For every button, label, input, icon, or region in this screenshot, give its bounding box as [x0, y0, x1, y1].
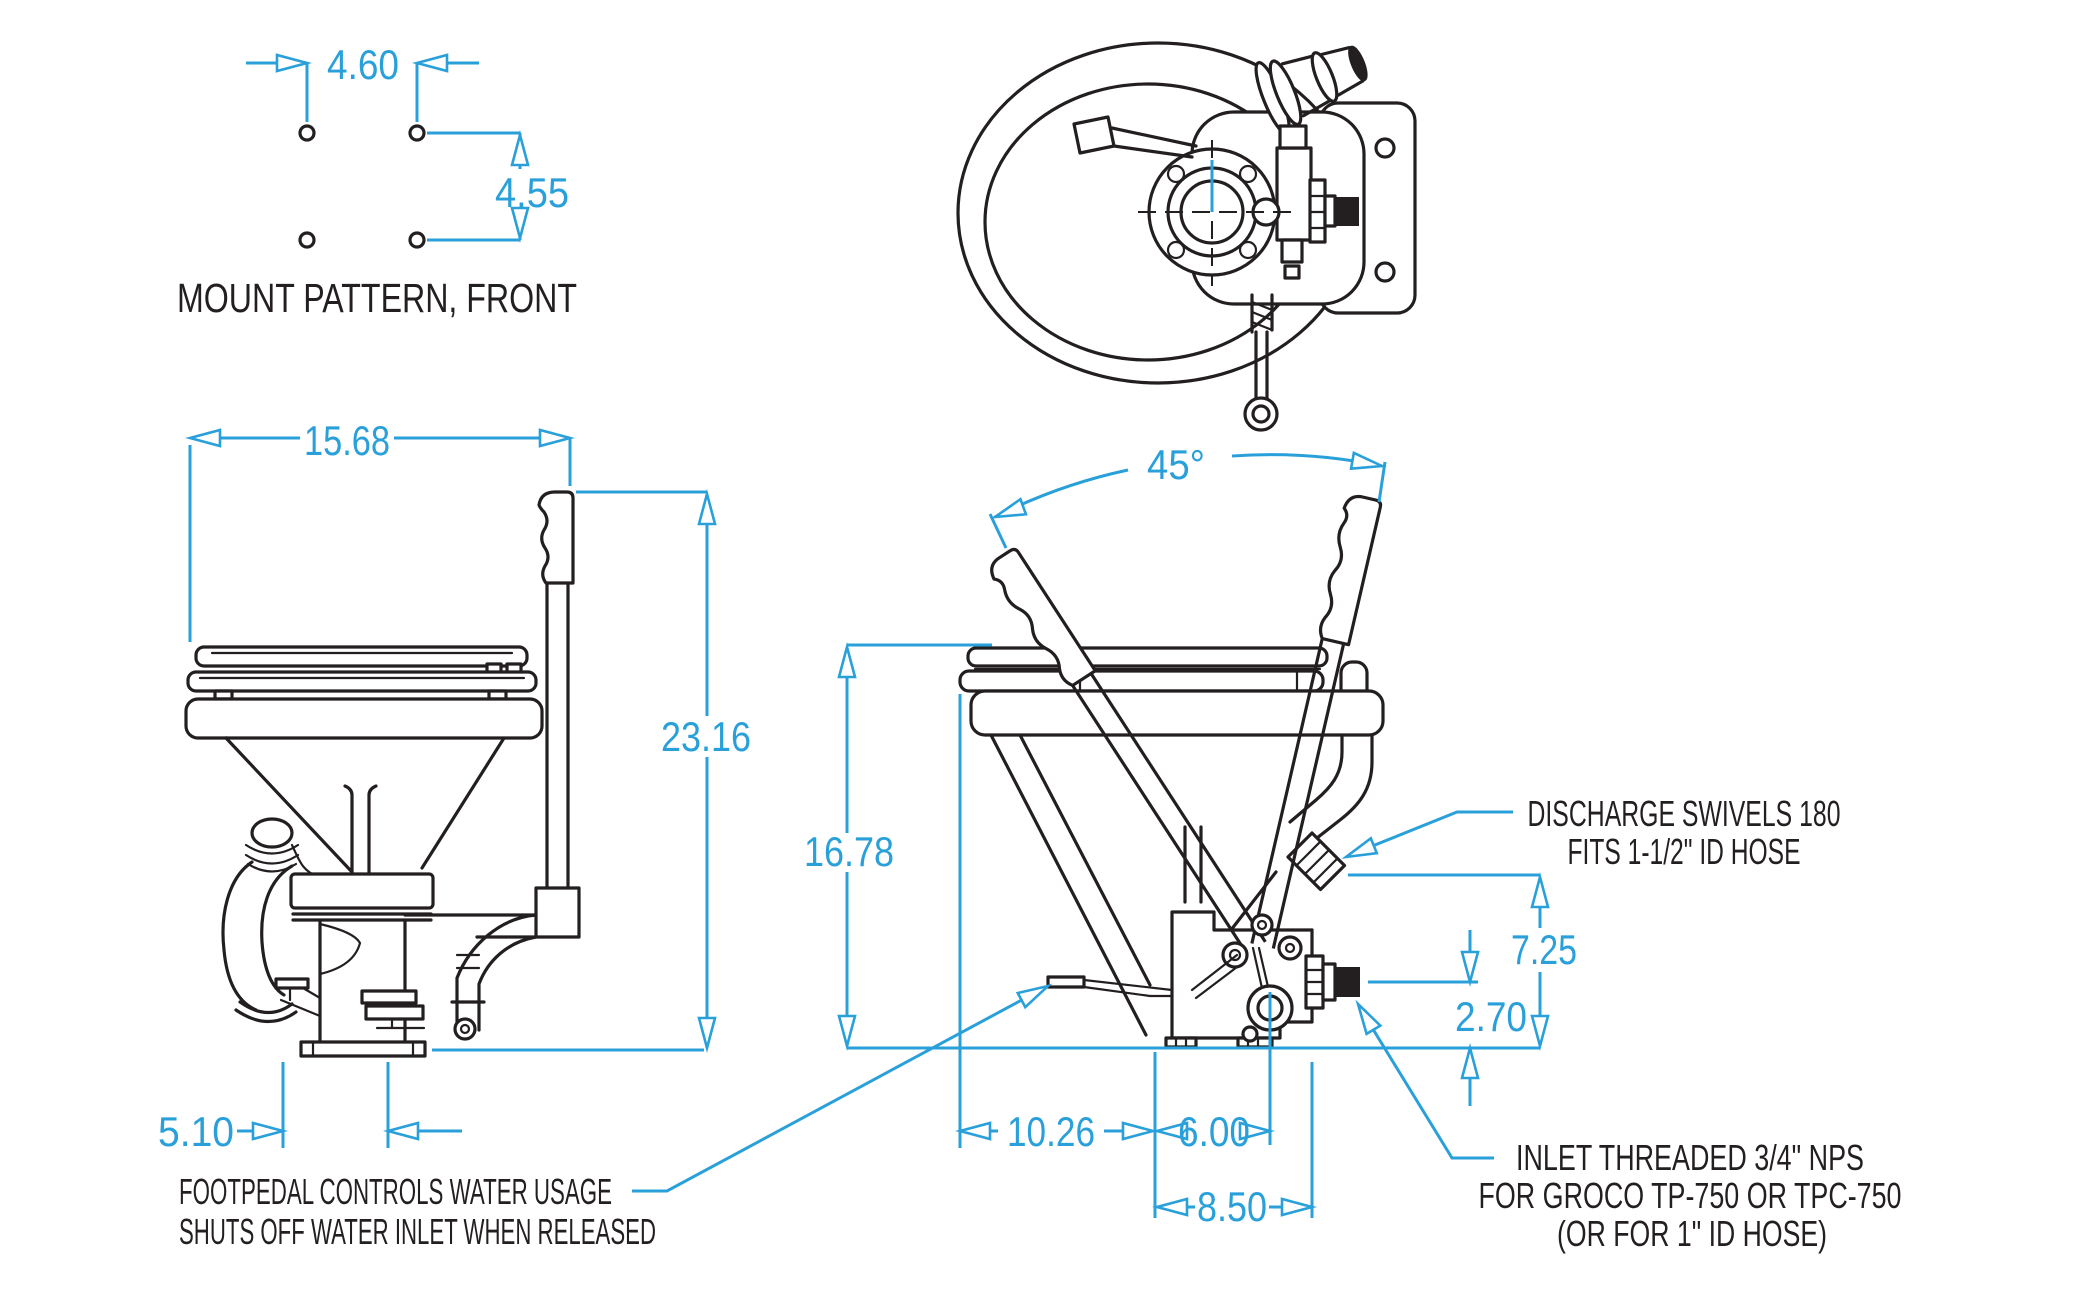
dim-base-offset: 5.10 — [158, 1062, 462, 1155]
front-bowl-rim — [969, 689, 1385, 737]
dim-discharge-height-text: 7.25 — [1511, 926, 1577, 973]
pump-mechanism-top — [1275, 124, 1359, 280]
dim-side-width: 15.68 — [188, 417, 572, 642]
side-lid — [194, 645, 529, 675]
front-pump-housing — [1164, 910, 1360, 1049]
dim-discharge-height: 7.25 — [1348, 873, 1577, 1048]
dim-mount-width-text: 4.60 — [327, 41, 399, 88]
rod-eye — [1243, 396, 1279, 432]
front-linkage — [1190, 913, 1303, 1043]
note-inlet-line3: (OR FOR 1" ID HOSE) — [1557, 1213, 1827, 1254]
front-foot — [1164, 1036, 1198, 1049]
dim-mount-width: 4.60 — [246, 41, 479, 122]
front-discharge-stub — [1286, 831, 1347, 892]
side-footpedal — [274, 977, 322, 1018]
dim-side-height: 23.16 — [432, 490, 751, 1052]
flange-bolt-hole — [1166, 164, 1186, 184]
front-handle-left — [990, 547, 1267, 955]
pump-rod-top — [1243, 293, 1279, 432]
side-bowl-cone — [224, 736, 506, 876]
note-discharge-line1: DISCHARGE SWIVELS 180 — [1528, 793, 1841, 834]
side-discharge-elbow — [221, 817, 320, 1024]
note-inlet-line1: INLET THREADED 3/4" NPS — [1516, 1137, 1864, 1178]
note-footpedal-line2: SHUTS OFF WATER INLET WHEN RELEASED — [179, 1211, 656, 1252]
dim-discharge-offset: 6.00 — [1155, 992, 1272, 1155]
flange-bolt-hole — [1238, 240, 1258, 260]
dim-inlet-height: 2.70 — [1368, 930, 1527, 1106]
top-view — [956, 41, 1417, 432]
pump-handle-grip — [537, 490, 575, 585]
leader-footpedal — [632, 977, 1054, 1193]
note-discharge-line2: FITS 1-1/2" ID HOSE — [1568, 831, 1801, 872]
dim-mount-height-text: 4.55 — [495, 169, 569, 216]
leader-inlet — [1349, 998, 1494, 1160]
dim-side-height-text: 23.16 — [661, 713, 751, 760]
side-pedestal — [289, 872, 435, 1044]
side-bowl-rim — [184, 697, 544, 740]
side-base — [299, 1040, 427, 1058]
front-lid-seat — [958, 646, 1329, 693]
mount-pattern-view: 4.60 4.55 MOUNT PATTERN, FRONT — [177, 41, 577, 321]
front-footpedal — [1046, 975, 1174, 998]
centerlines — [1138, 140, 1292, 286]
front-view: 45° 16.78 10.26 6.00 8.50 — [804, 441, 1577, 1230]
flange-bolt-hole — [1238, 164, 1258, 184]
mount-hole — [408, 231, 426, 249]
side-view: 15.68 23.16 5.10 — [158, 417, 751, 1155]
dim-inlet-offset: 8.50 — [1155, 1062, 1314, 1230]
dim-left-width: 10.26 — [958, 694, 1157, 1218]
mount-hole — [298, 124, 316, 142]
dim-front-height-text: 16.78 — [804, 828, 894, 875]
note-inlet-line2: FOR GROCO TP-750 OR TPC-750 — [1479, 1175, 1902, 1216]
dim-inlet-offset-text: 8.50 — [1197, 1183, 1267, 1230]
leader-discharge — [1341, 810, 1513, 866]
pump-handle-rod — [545, 581, 570, 890]
side-seat — [186, 670, 538, 701]
dim-base-offset-text: 5.10 — [158, 1108, 234, 1155]
discharge-fitting-top — [1254, 45, 1368, 135]
dim-handle-arc: 45° — [988, 441, 1387, 549]
dim-handle-arc-text: 45° — [1147, 441, 1205, 488]
mount-hole — [408, 124, 426, 142]
dim-front-height: 16.78 — [804, 643, 1540, 1050]
dim-left-width-text: 10.26 — [1007, 1108, 1095, 1155]
note-footpedal-line1: FOOTPEDAL CONTROLS WATER USAGE — [179, 1171, 612, 1212]
flange-top — [1138, 140, 1292, 286]
inlet-fitting-top — [1334, 197, 1359, 226]
flush-handle-top — [1072, 115, 1198, 159]
pump-union-nut — [534, 886, 581, 939]
mount-pattern-label: MOUNT PATTERN, FRONT — [177, 275, 577, 321]
dim-inlet-height-text: 2.70 — [1455, 993, 1527, 1040]
side-bracket — [360, 989, 426, 1030]
inlet-fitting — [1334, 967, 1360, 997]
dim-mount-height: 4.55 — [427, 131, 569, 242]
mount-hole — [298, 231, 316, 249]
mount-holes — [298, 124, 426, 249]
dim-discharge-offset-text: 6.00 — [1178, 1108, 1250, 1155]
flange-bolt-hole — [1166, 240, 1186, 260]
front-bowl-cone — [989, 733, 1374, 1037]
plate-hole — [1374, 137, 1396, 159]
dim-side-width-text: 15.68 — [304, 417, 390, 464]
plate-hole — [1374, 261, 1396, 283]
side-pump — [403, 490, 581, 1041]
